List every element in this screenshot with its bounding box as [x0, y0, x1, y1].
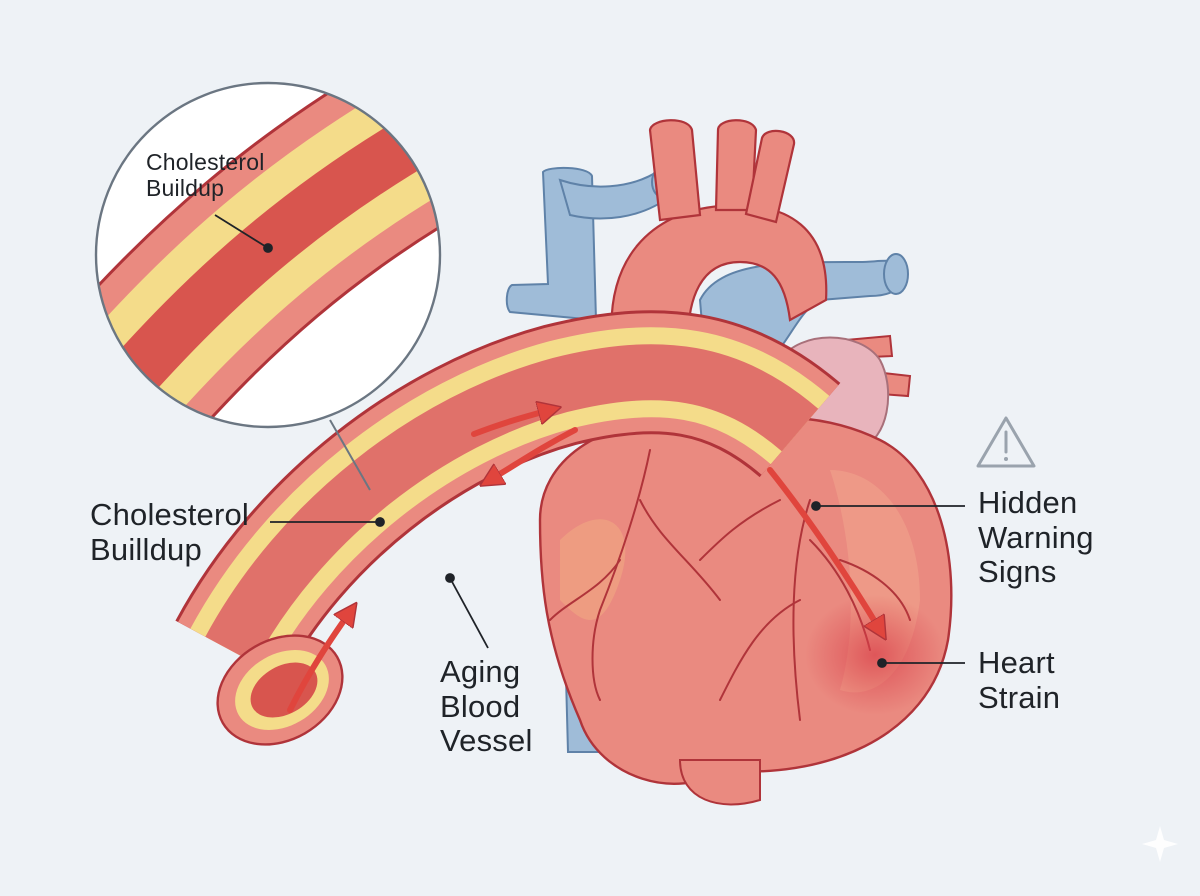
inset-connector-line: [329, 419, 371, 491]
leader-lines: [214, 214, 965, 668]
zoom-inset: [94, 81, 442, 429]
coronary-vessels: [549, 449, 911, 721]
blood-flow-arrows: [287, 410, 880, 713]
vessel-opening: [216, 634, 344, 746]
aging-blood-vessel: [175, 310, 841, 681]
heart-strain-area: [805, 595, 945, 715]
aging-vessel-label: Aging Blood Vessel: [440, 654, 533, 759]
warning-triangle-icon: [976, 416, 1036, 468]
aorta: [610, 119, 828, 342]
sparkle-icon: [1142, 826, 1178, 862]
cholesterol-buildup-label: Cholesterol Builldup: [90, 497, 250, 567]
warning-signs-label: Hidden Warning Signs: [978, 485, 1094, 590]
heart-strain-label: Heart Strain: [978, 645, 1061, 715]
inset-cholesterol-label: Cholesterol Buildup: [146, 149, 265, 201]
